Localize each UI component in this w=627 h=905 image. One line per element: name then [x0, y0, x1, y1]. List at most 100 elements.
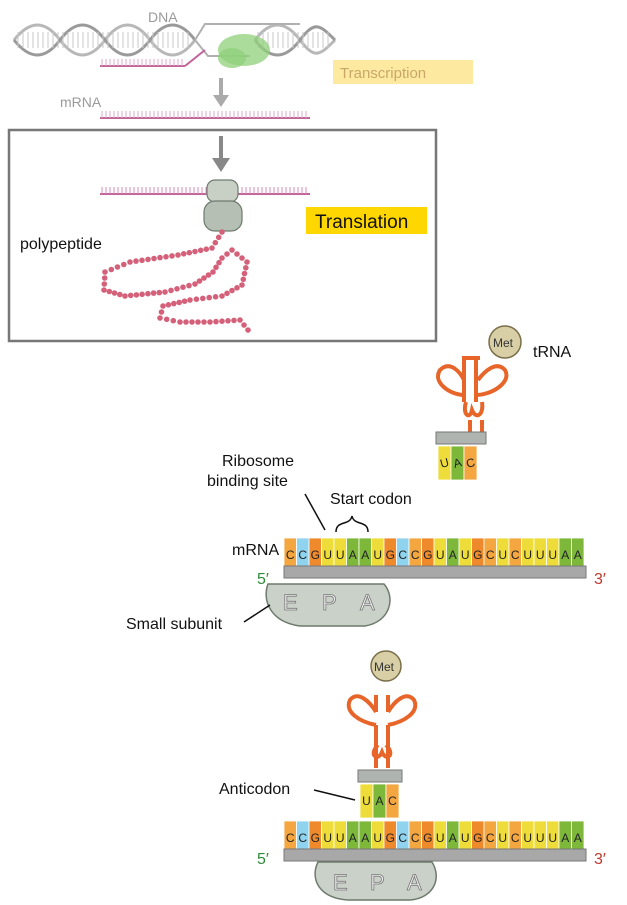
amino-acid-bead — [197, 247, 204, 254]
mrna-base-letter: A — [349, 831, 357, 845]
amino-acid-bead — [121, 261, 127, 268]
anticodon-base-letter: C — [465, 455, 477, 471]
site-e-bottom: E — [333, 870, 348, 895]
amino-acid-bead — [145, 290, 151, 297]
mrna-base-letter: A — [361, 831, 369, 845]
amino-acid-bead — [201, 319, 207, 325]
mrna-base-letter: U — [536, 831, 545, 845]
site-e-mid: E — [283, 590, 298, 615]
mrna-base-letter: U — [523, 548, 532, 562]
site-a-mid: A — [360, 590, 375, 615]
ribosome-binding-site-pointer — [304, 493, 326, 531]
mrna-label-top: mRNA — [60, 94, 102, 110]
amino-acid-bead — [180, 284, 186, 291]
mrna-base-letter: C — [486, 548, 495, 562]
mrna-base-letter: C — [398, 831, 407, 845]
mrna-base-letter: G — [311, 548, 320, 562]
amino-acid-bead — [169, 253, 175, 259]
amino-acid-bead — [186, 249, 193, 256]
amino-acid-bead — [245, 327, 251, 333]
amino-acid-bead — [234, 285, 240, 291]
mrna-base-letter: C — [298, 548, 307, 562]
anticodon-base-letter: U — [362, 794, 371, 808]
amino-acid-bead — [224, 290, 230, 297]
mrna-base-letter: A — [361, 548, 369, 562]
amino-acid-bead — [224, 251, 230, 257]
mrna-base-letter: C — [398, 548, 407, 562]
amino-acid-bead — [157, 315, 163, 321]
arrow-down-icon — [212, 136, 230, 172]
mrna-base-letter: G — [473, 548, 482, 562]
amino-acid-bead — [139, 291, 145, 298]
amino-acid-bead — [231, 317, 237, 324]
amino-acid-bead — [181, 298, 188, 305]
mrna-base-letter: A — [449, 831, 457, 845]
amino-acid-bead — [203, 246, 210, 252]
amino-acid-bead — [170, 317, 177, 324]
amino-acid-bead — [183, 319, 189, 325]
mrna-base-letter: U — [461, 831, 470, 845]
amino-acid-bead — [102, 269, 108, 275]
amino-acid-bead — [133, 292, 140, 298]
site-p-bottom: P — [370, 870, 385, 895]
polypeptide-label: polypeptide — [20, 236, 102, 253]
amino-acid-bead — [139, 257, 145, 264]
amino-acid-bead — [186, 282, 192, 289]
translation-label: Translation — [315, 212, 408, 233]
amino-acid-bead — [229, 247, 235, 253]
anticodon-base-letter: A — [375, 794, 383, 808]
amino-acid-bead — [158, 309, 165, 315]
mrna-base-letter: U — [336, 548, 345, 562]
mrna-base-letter: G — [311, 831, 320, 845]
amino-acid-bead — [207, 319, 213, 325]
amino-acid-bead — [177, 319, 183, 325]
translation-box — [7, 128, 438, 343]
three-prime-label-bottom: 3′ — [594, 851, 606, 868]
mrna-base-letter: U — [548, 831, 557, 845]
mrna-base-letter: U — [373, 548, 382, 562]
amino-acid-bead — [193, 296, 200, 303]
amino-acid-bead — [219, 293, 225, 299]
mrna-base-letter: U — [323, 831, 332, 845]
mrna-base-letter: A — [561, 831, 569, 845]
amino-acid-bead — [225, 318, 231, 324]
mrna-base-letter: A — [574, 831, 582, 845]
mrna-base-letter: U — [436, 548, 445, 562]
five-prime-label-bottom: 5′ — [257, 851, 269, 868]
mrna-base-letter: U — [373, 831, 382, 845]
mrna-base-letter: G — [386, 831, 395, 845]
small-subunit-label: Small subunit — [126, 616, 223, 633]
mrna-base-letter: U — [436, 831, 445, 845]
mrna-base-letter: U — [523, 831, 532, 845]
amino-acid-bead — [108, 266, 115, 273]
amino-acid-bead — [117, 291, 123, 298]
start-codon-brace — [335, 515, 369, 533]
mrna-strand-box — [100, 187, 310, 195]
amino-acid-bead — [171, 300, 177, 307]
amino-acid-bead — [234, 251, 240, 257]
amino-acid-bead — [229, 287, 235, 294]
amino-acid-bead — [160, 303, 166, 309]
three-prime-label-mid: 3′ — [594, 571, 606, 588]
amino-acid-bead — [101, 281, 108, 287]
amino-acid-bead — [133, 258, 139, 264]
mrna-base-letter: U — [461, 548, 470, 562]
amino-acid-bead — [101, 287, 107, 293]
amino-acid-bead — [219, 255, 225, 261]
mrna-base-letter: G — [386, 548, 395, 562]
mrna-base-letter: C — [298, 831, 307, 845]
amino-acid-bead — [127, 292, 134, 299]
mrna-base-letter: A — [349, 548, 357, 562]
amino-acid-bead — [162, 289, 168, 295]
amino-acid-bead — [180, 251, 187, 257]
mrna-base-letter: U — [498, 548, 507, 562]
mrna-base-letter: C — [411, 548, 420, 562]
amino-acid-bead — [209, 245, 215, 251]
anticodon-base-letter: C — [388, 794, 397, 808]
amino-acid-bead — [215, 234, 222, 241]
dna-helix — [12, 23, 337, 57]
met-label-bottom: Met — [374, 660, 395, 674]
amino-acid-bead — [200, 295, 206, 302]
